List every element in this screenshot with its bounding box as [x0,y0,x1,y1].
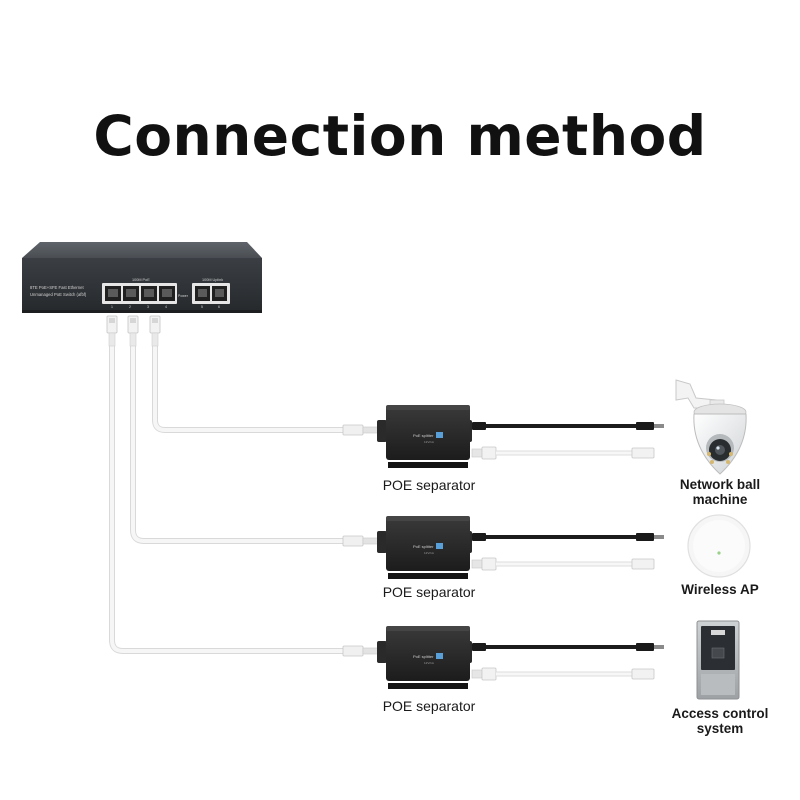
svg-text:PoE splitter: PoE splitter [413,654,434,659]
device-label-line: system [696,721,744,736]
rj45-port [141,286,157,301]
svg-text:12V/1A: 12V/1A [424,551,434,555]
page-title: Connection method [93,104,707,168]
poe-separator-icon: PoE splitter 12V/1A [377,405,472,468]
separator-label: POE separator [382,584,476,600]
svg-text:PoE splitter: PoE splitter [413,544,434,549]
poe-separator-icon: PoE splitter 12V/1A [377,626,472,689]
device-label-network-ball-machine: Network ball machine [660,477,780,507]
rj45-plug-icon [149,315,161,347]
rj45-port [123,286,139,301]
poe-separator-row: PoE splitter 12V/1A [342,516,664,579]
rj45-port [212,286,227,301]
device-label-line: machine [692,492,748,507]
rj45-plug-icon [342,535,380,547]
device-label-line: Network ball [679,477,761,492]
rj45-plug-icon [106,315,118,347]
device-label-wireless-ap: Wireless AP [660,582,780,597]
rj45-plugs [106,315,161,347]
ethernet-output-cable [471,557,655,571]
device-label-line: Wireless AP [681,582,759,597]
ptz-dome-camera-icon [675,379,747,475]
switch-poe-group-label: 100M PoE [132,278,150,282]
port-number: 5 [201,305,203,309]
poe-network-switch: 8TE PoE+SFE Fast Ethernet Unmanaged PoE … [22,242,262,313]
port-number: 4 [165,305,167,309]
switch-model-line: 8TE PoE+SFE Fast Ethernet [30,285,84,290]
device-label-access-control: Access control system [660,706,780,736]
dc-power-cable [472,533,664,541]
svg-text:12V/1A: 12V/1A [424,440,434,444]
switch-model-line: Unmanaged PoE Switch (afbf) [30,292,87,297]
ethernet-output-cable [471,667,655,681]
separator-label: POE separator [382,698,476,714]
switch-uplink-group-label: 100M Uplink [202,278,223,282]
rj45-port [159,286,175,301]
port-number: 2 [129,305,131,309]
wireless-ap-icon [687,514,751,578]
separator-label: POE separator [382,477,476,493]
rj45-plug-icon [342,645,380,657]
rj45-port [105,286,121,301]
device-label-line: Access control [671,706,769,721]
poe-separator-row: PoE splitter 12V/1A [342,405,664,468]
access-control-panel-icon [696,620,740,700]
svg-text:PoE splitter: PoE splitter [413,433,434,438]
rj45-plug-icon [127,315,139,347]
dc-power-cable [472,422,664,430]
white-cables [109,342,348,654]
port-number: 3 [147,305,149,309]
svg-text:12V/1A: 12V/1A [424,661,434,665]
poe-separator-icon: PoE splitter 12V/1A [377,516,472,579]
rj45-port [195,286,210,301]
poe-separator-row: PoE splitter 12V/1A [342,626,664,689]
rj45-plug-icon [342,424,380,436]
ethernet-output-cable [471,446,655,460]
switch-power-label: Power [178,294,189,298]
dc-power-cable [472,643,664,651]
port-number: 1 [111,305,113,309]
port-number: 6 [218,305,220,309]
